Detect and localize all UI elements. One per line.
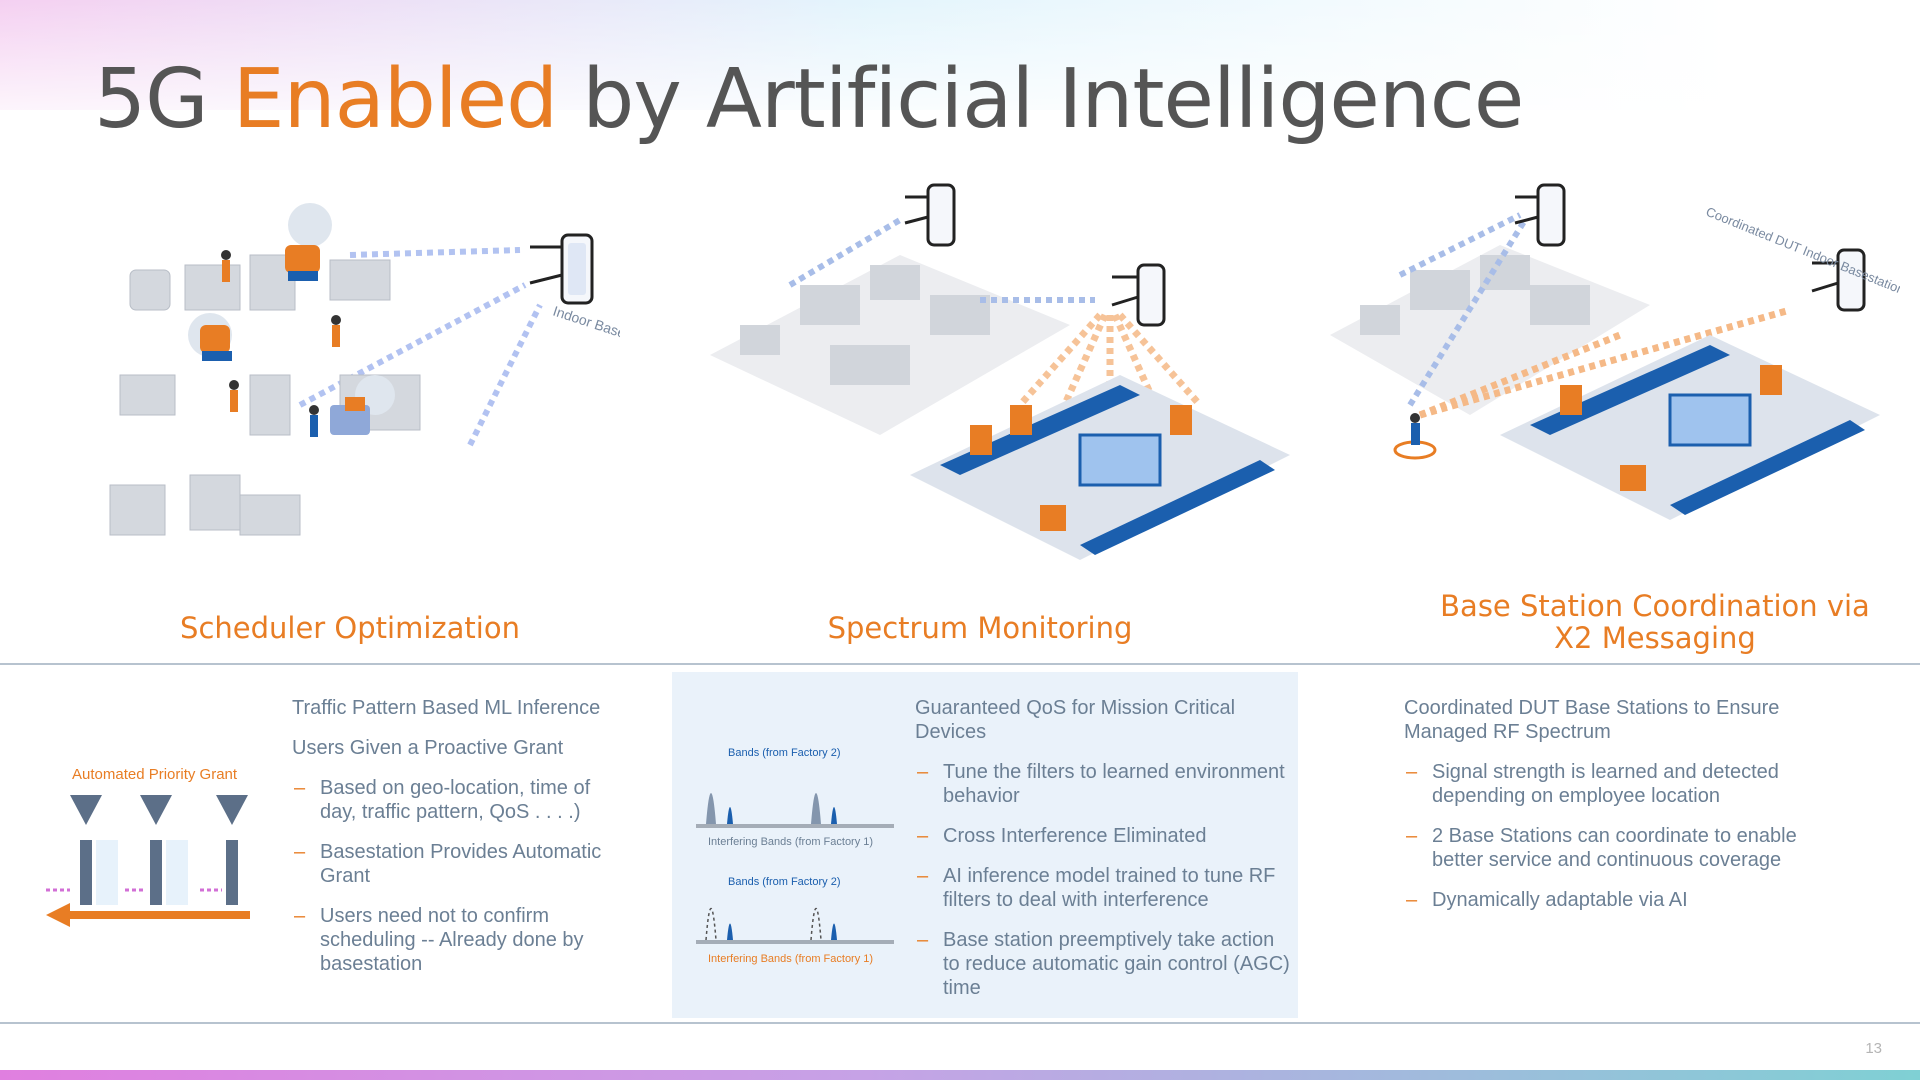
factory-machines	[109, 254, 421, 536]
bullet-item: –Cross Interference Eliminated	[917, 825, 1207, 847]
interfering-label-1: Interfering Bands (from Factory 1)	[708, 836, 873, 848]
band-peak-1	[706, 793, 716, 824]
bullet-item: –Tune the filters to learned environment…	[917, 761, 1285, 807]
band-peak-2	[727, 807, 733, 824]
x2-beams	[1418, 306, 1791, 419]
robot-arms	[188, 203, 395, 435]
basestation-icon-2	[1111, 263, 1166, 327]
grant-slot-3	[226, 840, 238, 905]
coordination-bullets: –Signal strength is learned and detected…	[1404, 760, 1804, 912]
grant-gap-1	[96, 840, 118, 905]
top-glow-fade	[0, 0, 1920, 140]
grant-slot-1	[80, 840, 92, 905]
bullet-item: –Users need not to confirm scheduling --…	[294, 905, 584, 975]
bullet-item: –Dynamically adaptable via AI	[1406, 889, 1688, 911]
spectrum-illustration	[710, 183, 1290, 560]
heading-base-station-coordination: Base Station Coordination via X2 Messagi…	[1440, 589, 1870, 655]
bands-label-2: Bands (from Factory 2)	[728, 876, 840, 888]
employee-marker	[1393, 413, 1437, 460]
band-baseline-2	[696, 940, 894, 944]
bullet-item: –2 Base Stations can coordinate to enabl…	[1406, 825, 1797, 871]
basestation-icon-2	[1811, 248, 1866, 312]
band-peak-5	[727, 923, 733, 940]
grant-arrow-3	[216, 795, 248, 825]
priority-grant-label: Automated Priority Grant	[72, 766, 238, 783]
signal-beams	[1398, 212, 1528, 407]
band-peak-6	[831, 923, 837, 940]
scheduler-text: Traffic Pattern Based ML Inference Users…	[292, 696, 632, 992]
title-part-1: 5G	[94, 52, 233, 147]
bullet-item: –Signal strength is learned and detected…	[1406, 761, 1779, 807]
bands-label-1: Bands (from Factory 2)	[728, 747, 840, 759]
scheduler-bullets: –Based on geo-location, time of day, tra…	[292, 776, 632, 976]
indoor-basestation-label: Indoor Basestation	[551, 303, 620, 354]
band-peak-3	[811, 793, 821, 824]
grant-gap-2	[166, 840, 188, 905]
gray-machines	[740, 265, 990, 385]
basestation-icon	[904, 183, 956, 247]
bands-diagram: Bands (from Factory 2) Interfering Bands…	[696, 747, 894, 965]
interfering-label-2: Interfering Bands (from Factory 1)	[708, 953, 873, 965]
lead-line: Coordinated DUT Base Stations to Ensure …	[1404, 697, 1780, 743]
coordinated-basestations-label: Coordinated DUT Indoor Basestations	[1704, 204, 1900, 300]
bullet-item: –AI inference model trained to tune RF f…	[917, 865, 1276, 911]
page-title: 5G Enabled by Artificial Intelligence	[94, 52, 1524, 147]
lead-line: Traffic Pattern Based ML Inference	[292, 697, 601, 719]
timeline-arrow-head	[46, 903, 70, 927]
lead-line: Users Given a Proactive Grant	[292, 737, 564, 759]
lead-line: Guaranteed QoS for Mission Critical Devi…	[915, 697, 1236, 743]
heading-spectrum-monitoring: Spectrum Monitoring	[827, 611, 1133, 645]
gray-machines	[1360, 255, 1590, 335]
spectrum-panel-background	[672, 672, 1298, 1018]
bottom-gradient-bar	[0, 1070, 1920, 1080]
basestation-icon	[1514, 183, 1566, 247]
spectrum-bullets: –Tune the filters to learned environment…	[915, 760, 1295, 1000]
title-part-2: by Artificial Intelligence	[557, 52, 1524, 147]
divider-bottom	[0, 1022, 1920, 1024]
grant-arrow-2	[140, 795, 172, 825]
scheduler-illustration: Indoor Basestation	[109, 203, 620, 536]
bullet-item: –Based on geo-location, time of day, tra…	[294, 777, 591, 823]
page-number: 13	[1865, 1040, 1882, 1057]
bullet-item: –Base station preemptively take action t…	[917, 929, 1290, 999]
divider-top	[0, 663, 1920, 665]
coordination-text: Coordinated DUT Base Stations to Ensure …	[1404, 696, 1804, 928]
coordination-illustration: Coordinated DUT Indoor Basestations	[1330, 183, 1900, 520]
active-machines	[940, 385, 1275, 555]
basestation-icon	[529, 233, 594, 305]
bullet-item: –Basestation Provides Automatic Grant	[294, 841, 602, 887]
signal-beams	[788, 217, 1095, 303]
timeline-bar	[66, 911, 250, 919]
title-accent: Enabled	[232, 52, 558, 147]
spectrum-text: Guaranteed QoS for Mission Critical Devi…	[915, 696, 1295, 1016]
grant-arrow-1	[70, 795, 102, 825]
workers	[221, 250, 341, 437]
band-peak-4	[831, 807, 837, 824]
heading-scheduler-optimization: Scheduler Optimization	[180, 611, 520, 645]
grant-slot-2	[150, 840, 162, 905]
signal-beams	[298, 247, 543, 447]
active-machines	[1530, 345, 1865, 515]
filtered-peak-1	[705, 907, 717, 941]
filtered-peak-2	[810, 907, 822, 941]
priority-grant-diagram: Automated Priority Grant	[46, 766, 250, 927]
band-baseline-1	[696, 824, 894, 828]
